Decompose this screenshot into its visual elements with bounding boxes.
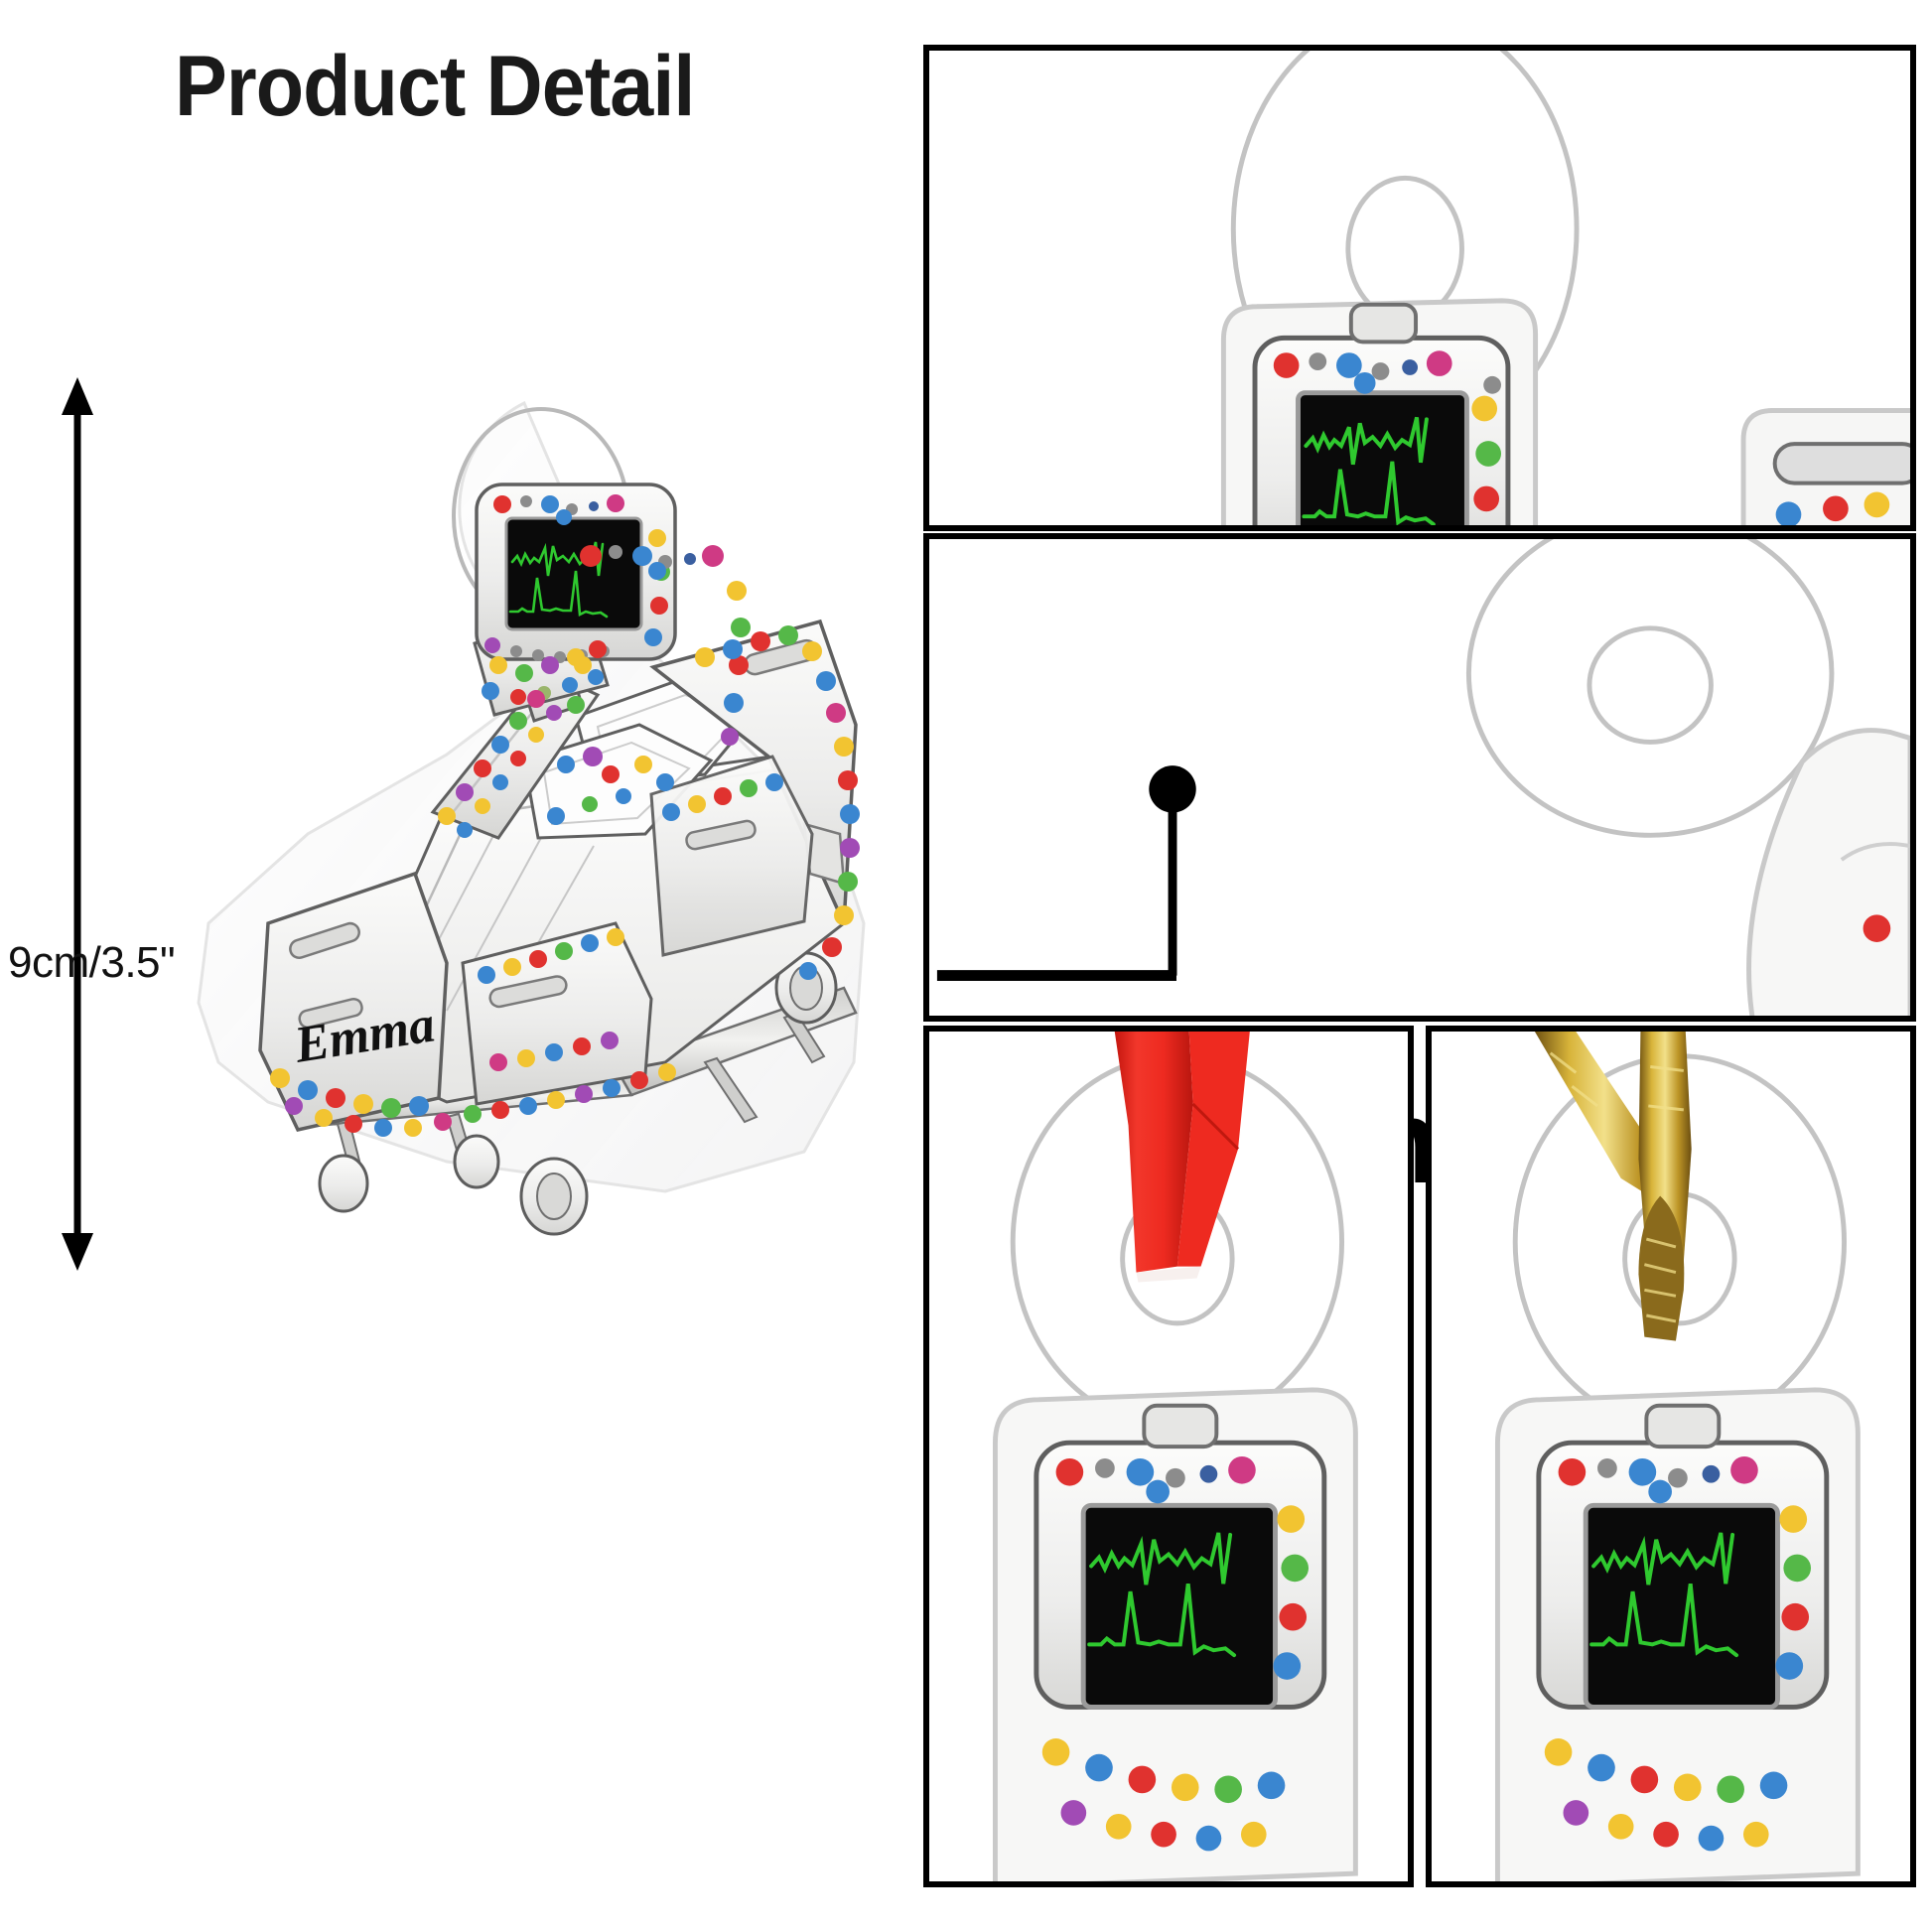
side-rail-dots [478, 773, 783, 1071]
vital-signs-monitor [473, 483, 677, 723]
gold-cord [1534, 1032, 1692, 1341]
panel-gold-cord [1426, 1026, 1916, 1887]
candy-dot [729, 655, 749, 675]
height-dimension-label: 9cm/3.5" [8, 938, 176, 987]
candy-dot [557, 756, 575, 773]
candy-dot [656, 773, 674, 791]
candy-dot [574, 656, 592, 674]
panel-closeup-monitor-hole [923, 45, 1916, 531]
candy-dot [580, 545, 602, 567]
decorative-candy-dots [547, 545, 751, 825]
candy-dot [547, 807, 565, 825]
candy-dot [634, 756, 652, 773]
panel-red-ribbon [923, 1026, 1414, 1887]
height-dimension-arrow [62, 377, 93, 1271]
bed-footboard: Emma [258, 871, 449, 1133]
footboard-dots [270, 1063, 676, 1137]
bed-side-rail-back [649, 755, 814, 957]
backrest-dots [438, 690, 562, 838]
red-ribbon [1114, 1032, 1193, 1273]
candy-dot [583, 747, 603, 766]
product-illustration: Emma [197, 400, 866, 1236]
candy-dot [648, 562, 666, 580]
candy-dot [616, 788, 631, 804]
candy-dot [567, 696, 585, 714]
candy-dot [727, 581, 747, 601]
candy-dot [632, 546, 652, 566]
panel-thickness-callout [923, 533, 1916, 1022]
headboard-dots [695, 625, 860, 980]
monitor-screen [504, 516, 643, 631]
candy-dot [602, 765, 620, 783]
candy-dot [609, 545, 622, 559]
candy-dot [724, 693, 744, 713]
thickness-leader-dot [1149, 765, 1196, 813]
candy-dot [702, 545, 724, 567]
page-title: Product Detail [175, 39, 695, 134]
candy-dot [582, 796, 598, 812]
candy-dot [721, 728, 739, 746]
candy-dot [731, 618, 751, 637]
candy-dot [684, 553, 696, 565]
